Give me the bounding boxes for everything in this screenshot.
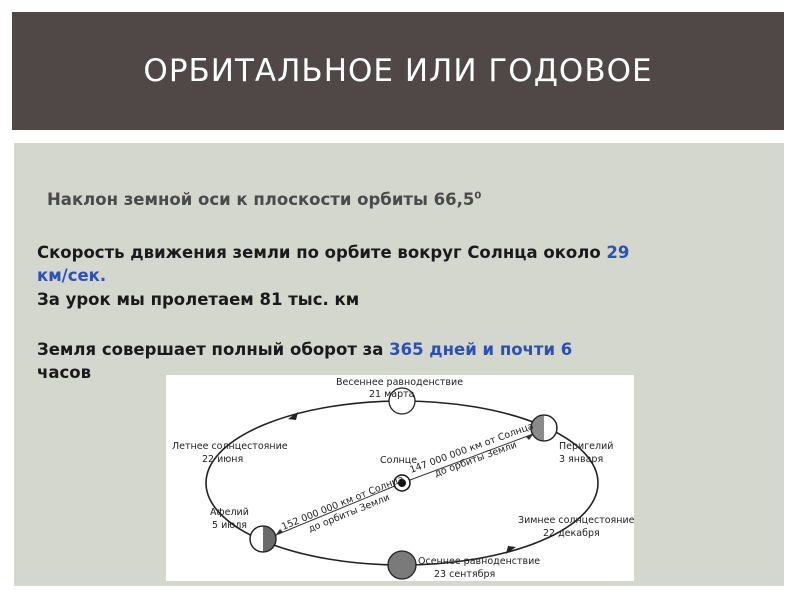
earth-aphelion-shade — [263, 526, 276, 552]
summer-name: Летнее солнцестояние — [172, 441, 288, 452]
sun-label: Солнце — [380, 455, 417, 466]
orbit-arrow-top — [288, 412, 298, 420]
speed-text: Скорость движения земли по орбите вокруг… — [37, 243, 607, 262]
autumn-name: Осеннее равноденствие — [418, 556, 540, 567]
earth-autumn-icon — [387, 550, 417, 580]
earth-vernal-icon — [388, 387, 416, 415]
axis-tilt-text: Наклон земной оси к плоскости орбиты 66,… — [47, 190, 475, 209]
orbit-arrow-bottom — [506, 546, 516, 554]
perihelion-date: 3 января — [559, 454, 603, 465]
title-bar: Орбитальное или годовое — [12, 12, 784, 130]
speed-value: 29 — [606, 243, 630, 262]
orbit-period-text: Земля совершает полный оборот за — [37, 340, 390, 359]
perihelion-line — [401, 433, 534, 484]
orbit-diagram-svg: Весеннее равноденствие 21 марта Летнее с… — [172, 377, 634, 580]
aphelion-date: 5 июля — [212, 520, 247, 531]
aphelion-line-arrow — [275, 529, 283, 536]
orbit-period-suffix: часов — [37, 363, 92, 382]
orbit-period-line: Земля совершает полный оборот за 365 дне… — [37, 340, 572, 359]
perihelion-distance-label: 147 000 000 км от Солнца до орбиты Земли — [408, 421, 535, 480]
summer-date: 22 июня — [202, 454, 243, 465]
aphelion-name: Афелий — [210, 507, 249, 518]
earth-perihelion-shade — [531, 415, 544, 441]
lesson-distance-line: За урок мы пролетаем 81 тыс. км — [37, 290, 360, 309]
aphelion-distance-label: 152 000 000 км от Солнца до орбиты Земли — [280, 474, 405, 535]
aphelion-line — [275, 482, 403, 536]
perihelion-line-arrow — [526, 433, 534, 440]
winter-name: Зимнее солнцестояние — [518, 515, 634, 526]
speed-unit: км/сек. — [37, 266, 107, 285]
orbit-diagram: Весеннее равноденствие 21 марта Летнее с… — [166, 375, 634, 581]
degree-superscript: 0 — [474, 190, 482, 202]
winter-date: 22 декабря — [543, 528, 600, 539]
perihelion-name: Перигелий — [559, 441, 613, 452]
vernal-name: Весеннее равноденствие — [336, 377, 463, 388]
slide-title: Орбитальное или годовое — [143, 53, 653, 89]
vernal-date: 21 марта — [369, 389, 414, 400]
autumn-date: 23 сентября — [434, 569, 495, 580]
orbit-period-value: 365 дней и почти 6 — [389, 340, 573, 359]
sun-core — [398, 479, 406, 487]
speed-line: Скорость движения земли по орбите вокруг… — [37, 243, 629, 262]
axis-tilt-line: Наклон земной оси к плоскости орбиты 66,… — [47, 190, 481, 209]
